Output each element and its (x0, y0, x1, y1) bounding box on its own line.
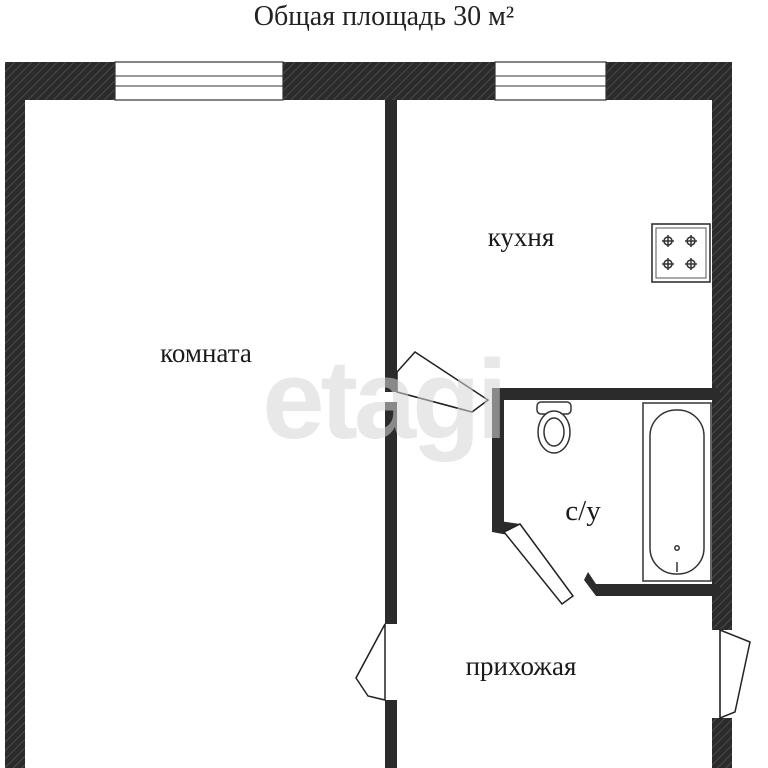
wall-top-right (606, 62, 732, 100)
room-label-kitchen: кухня (488, 222, 555, 252)
door-room (355, 623, 386, 701)
windows (114, 61, 607, 101)
wall-room-divider-bottom (385, 700, 397, 768)
watermark: etagi (262, 337, 503, 462)
wall-top-middle (283, 62, 495, 100)
wall-room-divider-lower (385, 402, 397, 624)
plan-title: Общая площадь 30 м² (253, 1, 515, 32)
wall-kitchen-bath (492, 388, 720, 400)
door-kitchen (396, 351, 490, 413)
room-label-room: комната (160, 338, 252, 368)
outer-walls (5, 62, 732, 768)
room-label-bathroom: с/у (565, 495, 601, 527)
bathtub-icon (642, 402, 712, 582)
wall-right-upper (712, 62, 732, 630)
wall-room-divider-upper (385, 100, 397, 392)
door-bathroom-frame (584, 572, 630, 596)
wall-bath-left (492, 388, 504, 523)
wall-right-lower (712, 718, 732, 768)
doors (355, 351, 751, 720)
door-bathroom (502, 523, 575, 606)
room-label-hallway: прихожая (466, 651, 577, 681)
window-room (114, 61, 284, 101)
door-entrance (719, 628, 751, 720)
toilet-icon (536, 401, 572, 454)
window-kitchen (494, 61, 607, 101)
wall-left (5, 62, 25, 768)
stove-icon (651, 223, 711, 283)
interior-walls (385, 100, 720, 768)
